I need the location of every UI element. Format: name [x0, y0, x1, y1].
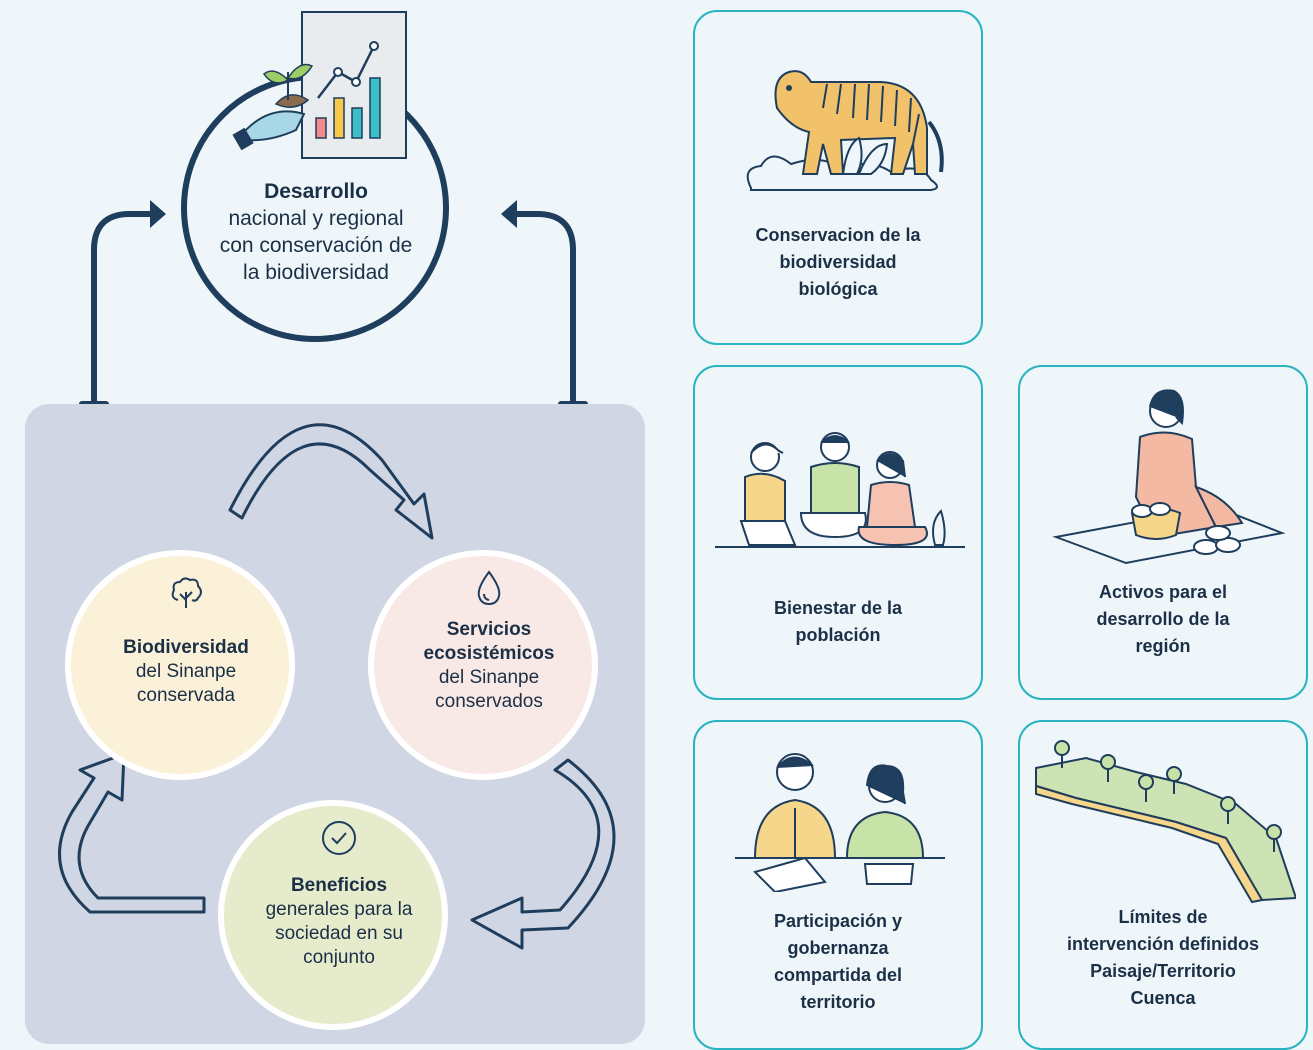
card-bienestar-line-2: población	[795, 625, 881, 645]
central-line-3: la biodiversidad	[243, 261, 389, 284]
water-drop-icon	[477, 570, 501, 606]
card-conservacion-line-1: Conservacion de la	[755, 225, 921, 245]
growth-chart-icon	[232, 11, 407, 159]
card-bienestar: Bienestar de la población	[693, 365, 983, 700]
card-limites: Límites de intervención definidos Paisaj…	[1018, 720, 1308, 1050]
left-arrowhead	[150, 200, 166, 228]
card-limites-line-3: Paisaje/Territorio	[1090, 961, 1236, 981]
beneficios-line-1: generales para la	[265, 899, 413, 920]
left-cycle-arrow	[58, 752, 206, 914]
biodiversidad-line-1: del Sinanpe	[135, 661, 237, 682]
beneficios-text: Beneficios generales para la sociedad en…	[234, 874, 444, 970]
card-limites-line-1: Límites de	[1118, 907, 1208, 927]
top-cycle-arrow	[228, 423, 434, 540]
central-line-2: con conservación de	[219, 234, 413, 257]
tiger-illustration	[746, 70, 944, 191]
biodiversidad-text: Biodiversidad del Sinanpe conservada	[81, 636, 291, 708]
meeting-illustration	[735, 753, 945, 892]
beneficios-line-3: conjunto	[303, 947, 375, 968]
servicios-node: Servicios ecosistémicos del Sinanpe cons…	[368, 550, 598, 780]
biodiversidad-title: Biodiversidad	[123, 637, 249, 658]
card-limites-line-4: Cuenca	[1130, 988, 1196, 1008]
card-conservacion-label: Conservacion de la biodiversidad biológi…	[695, 222, 981, 303]
card-participacion-line-2: gobernanza	[787, 938, 889, 958]
card-bienestar-line-1: Bienestar de la	[773, 598, 903, 618]
beneficios-line-2: sociedad en su	[275, 923, 403, 944]
card-conservacion: Conservacion de la biodiversidad biológi…	[693, 10, 983, 345]
servicios-line-2: conservados	[435, 691, 543, 712]
central-line-1: nacional y regional	[228, 207, 404, 230]
card-participacion-line-1: Participación y	[773, 911, 903, 931]
servicios-title-2: ecosistémicos	[423, 643, 555, 664]
card-conservacion-line-3: biológica	[798, 279, 878, 299]
card-activos-label: Activos para el desarrollo de la región	[1020, 579, 1306, 660]
card-participacion: Participación y gobernanza compartida de…	[693, 720, 983, 1050]
landscape-map-illustration	[1035, 740, 1296, 904]
servicios-title-1: Servicios	[446, 619, 532, 640]
central-title: Desarrollo	[264, 180, 368, 203]
central-circle-text: Desarrollo nacional y regional con conse…	[196, 178, 436, 286]
card-activos-line-1: Activos para el	[1098, 582, 1228, 602]
card-activos-line-3: región	[1135, 636, 1191, 656]
woman-harvest-illustration	[1052, 389, 1286, 565]
beneficios-node: Beneficios generales para la sociedad en…	[218, 800, 448, 1030]
biodiversidad-node: Biodiversidad del Sinanpe conservada	[65, 550, 295, 780]
card-activos-line-2: desarrollo de la	[1096, 609, 1230, 629]
right-feedback-arrow	[512, 211, 576, 407]
beneficios-title: Beneficios	[290, 875, 388, 896]
card-participacion-line-4: territorio	[800, 992, 876, 1012]
servicios-line-1: del Sinanpe	[438, 667, 540, 688]
card-participacion-line-3: compartida del	[773, 965, 903, 985]
servicios-text: Servicios ecosistémicos del Sinanpe cons…	[384, 618, 594, 714]
right-cycle-arrow	[470, 758, 616, 950]
check-circle-icon	[322, 821, 356, 855]
card-activos: Activos para el desarrollo de la región	[1018, 365, 1308, 700]
right-arrowhead	[501, 200, 517, 228]
family-illustration	[715, 432, 965, 548]
tree-icon	[171, 577, 202, 608]
left-feedback-arrow	[91, 211, 155, 407]
card-conservacion-line-2: biodiversidad	[779, 252, 897, 272]
card-participacion-label: Participación y gobernanza compartida de…	[695, 908, 981, 1016]
biodiversidad-line-2: conservada	[136, 685, 236, 706]
card-bienestar-label: Bienestar de la población	[695, 595, 981, 649]
card-limites-label: Límites de intervención definidos Paisaj…	[1020, 904, 1306, 1012]
card-limites-line-2: intervención definidos	[1066, 934, 1260, 954]
